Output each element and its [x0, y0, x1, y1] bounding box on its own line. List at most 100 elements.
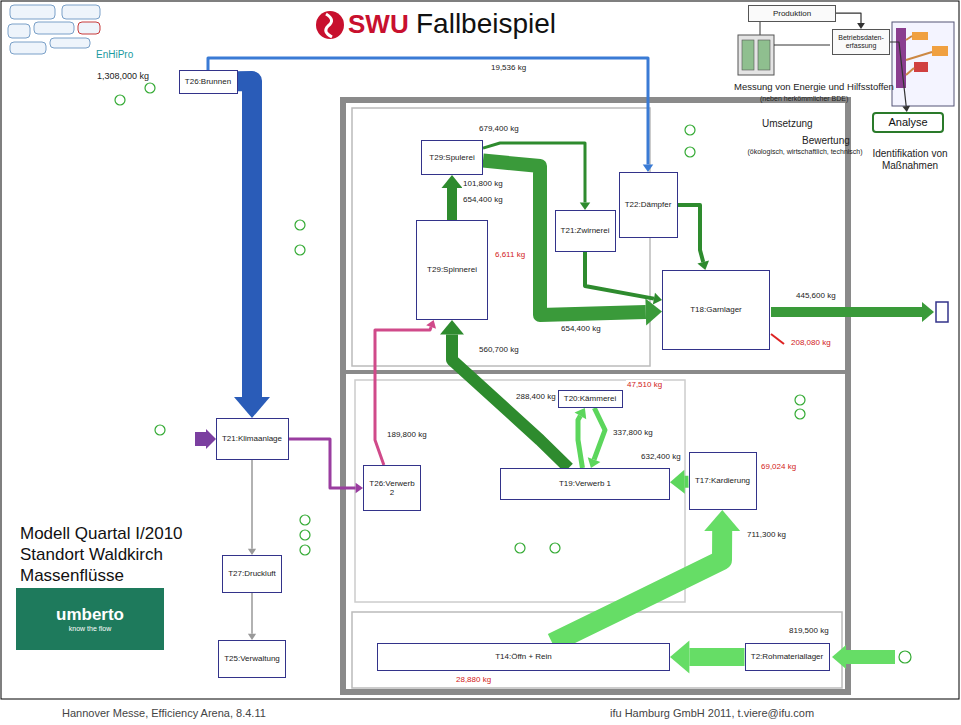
- decoration: [295, 245, 305, 255]
- node-text: T29:Spinnerei: [427, 265, 477, 274]
- arrow-head: [440, 320, 464, 335]
- decoration: [50, 38, 90, 48]
- decoration: [914, 62, 928, 72]
- flow-amount: 711,300 kg: [746, 530, 787, 539]
- flow-line: [578, 416, 582, 468]
- decoration: [8, 24, 30, 38]
- analysis-box: Analyse: [872, 112, 944, 133]
- flow-line: [251, 593, 253, 634]
- node-text: T27:Druckluft: [228, 569, 276, 578]
- swu-logo: [316, 11, 344, 39]
- node-text: T21:Klimaanlage: [222, 434, 282, 443]
- arrow-head: [697, 261, 709, 270]
- process-box: T26:Verwerb 2: [363, 465, 421, 511]
- flow-line: [452, 335, 569, 468]
- decoration: [62, 5, 100, 19]
- process-box: T25:Verwaltung: [218, 640, 286, 678]
- slide-frame: [1, 1, 959, 699]
- flow-connector: [289, 439, 364, 493]
- flow-amount: 288,400 kg: [515, 392, 557, 401]
- flow-connector: [552, 510, 740, 643]
- process-box: T2:Rohmateriallager: [745, 643, 830, 671]
- flow-amount: 47,510 kg: [626, 380, 663, 389]
- arrow-head: [670, 641, 689, 674]
- flow-line: [689, 648, 744, 666]
- decoration: [155, 425, 165, 435]
- flow-connector: [890, 42, 910, 112]
- flow-amount: 560,700 kg: [478, 345, 520, 354]
- process-box: T19:Verwerb 1: [500, 468, 670, 500]
- decoration: [906, 36, 932, 75]
- arrow-head: [643, 165, 654, 172]
- flow-connector: [585, 252, 662, 305]
- decoration: [295, 220, 305, 230]
- flow-amount: 679,400 kg: [478, 124, 520, 133]
- process-box: T21:Zwirnerei: [555, 210, 616, 252]
- model-note: Massenflüsse: [20, 566, 124, 586]
- node-text: Betriebsdaten-erfassung: [837, 34, 885, 50]
- flow-line: [678, 205, 704, 262]
- decoration: [300, 530, 310, 540]
- footer-text: Hannover Messe, Efficiency Arena, 8.4.11: [62, 707, 266, 720]
- flow-amount: 101,800 kg: [462, 179, 504, 188]
- decoration: [115, 95, 125, 105]
- decoration: [352, 108, 650, 366]
- arrow-head: [356, 483, 363, 494]
- node-text: T25:Verwaltung: [224, 654, 280, 663]
- flow-line: [447, 188, 457, 220]
- decoration: [300, 515, 310, 525]
- arrow-head: [653, 293, 662, 305]
- decoration: [771, 307, 922, 317]
- decoration: [795, 409, 805, 419]
- arrow-head: [575, 408, 587, 419]
- flow-connector: [248, 460, 256, 555]
- flow-connector: [670, 641, 745, 674]
- decoration: [550, 543, 560, 553]
- node-text: T2:Rohmateriallager: [751, 652, 823, 661]
- inflow-band: [195, 429, 911, 669]
- decoration: [10, 42, 46, 54]
- process-box: T27:Druckluft: [222, 555, 282, 593]
- logo-text: SWU: [348, 10, 409, 40]
- node-text: T22:Dämpfer: [625, 200, 672, 209]
- process-box: T29:Spulerei: [421, 140, 483, 175]
- decoration: [899, 651, 911, 663]
- annotation: Identifikation von Maßnahmen: [866, 148, 954, 171]
- logo-text: EnHiPro: [96, 49, 133, 61]
- flow-connector: [575, 408, 587, 468]
- flow-line: [375, 327, 431, 465]
- process-box: T26:Brunnen: [179, 70, 238, 94]
- decoration: [145, 83, 155, 93]
- node-text: T18:Garnlager: [690, 305, 742, 314]
- arrow-head: [234, 397, 270, 418]
- process-box: T29:Spinnerei: [416, 220, 488, 320]
- decoration: [846, 650, 895, 664]
- arrow-head: [704, 510, 740, 531]
- model-note: Modell Quartal I/2010: [20, 524, 183, 544]
- flow-connector: [375, 320, 436, 465]
- slide-title: Fallbeispiel: [416, 8, 556, 40]
- flow-connector: [248, 593, 256, 640]
- arrow-head: [670, 470, 685, 494]
- node-text: know the flow: [69, 625, 111, 633]
- building-outline: [343, 100, 848, 692]
- decoration: [343, 370, 848, 374]
- decoration: [316, 11, 344, 39]
- flow-line: [890, 42, 906, 106]
- node-text: T29:Spulerei: [429, 153, 474, 162]
- flow-line: [251, 460, 253, 549]
- arrow-head: [426, 320, 436, 329]
- flow-amount: 445,600 kg: [795, 291, 837, 300]
- decoration: [738, 35, 774, 75]
- flow-amount: 337,800 kg: [612, 428, 654, 437]
- flow-connector: [234, 81, 270, 418]
- process-box: T14:Öffn + Rein: [377, 643, 670, 671]
- annotation: Umsetzung: [762, 118, 813, 130]
- decoration: [742, 40, 754, 70]
- flow-connector: [588, 408, 605, 468]
- decoration: [78, 22, 100, 34]
- process-box: T17:Kardierung: [689, 452, 757, 510]
- node-text: Produktion: [773, 9, 811, 18]
- arrow-head: [645, 298, 662, 325]
